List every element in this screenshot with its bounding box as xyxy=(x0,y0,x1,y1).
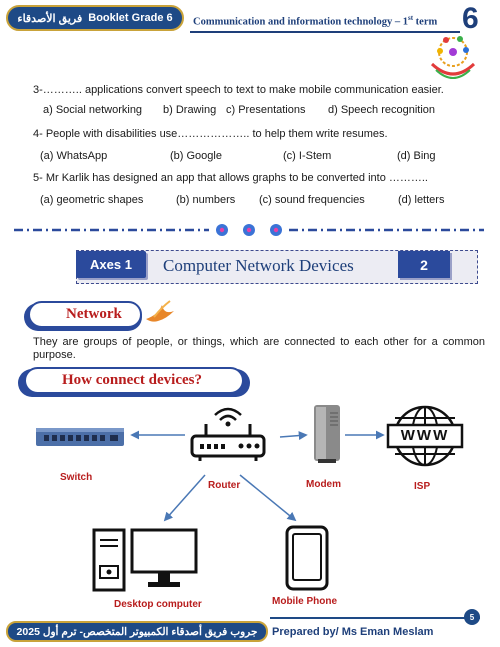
how-connect-heading: How connect devices? xyxy=(24,367,244,394)
page-number: 5 xyxy=(464,609,480,625)
desktop-computer-icon xyxy=(92,528,198,592)
question-3: 3-……….. applications convert speech to t… xyxy=(33,84,444,96)
modem-icon xyxy=(314,405,340,463)
footer-arabic-group: جروب فريق أصدقاء الكمبيوتر المتخصص- ترم … xyxy=(6,621,268,642)
switch-label: Switch xyxy=(60,472,93,483)
switch-icon xyxy=(36,428,124,446)
bird-icon xyxy=(146,300,174,322)
axes-label: Axes 1 xyxy=(76,251,146,278)
flower-divider xyxy=(14,224,484,236)
q3-option-b: b) Drawing xyxy=(163,104,217,116)
q3-option-d: d) Speech recognition xyxy=(328,104,436,116)
q5-option-d: (d) letters xyxy=(398,194,445,206)
modem-label: Modem xyxy=(306,479,341,490)
mobile-label: Mobile Phone xyxy=(272,596,337,607)
lesson-title: Computer Network Devices xyxy=(163,256,354,275)
isp-www-text: WWW xyxy=(400,427,450,444)
network-diagram xyxy=(130,430,385,522)
q4-option-c: (c) I-Stem xyxy=(283,150,332,162)
q3-option-c: c) Presentations xyxy=(226,104,306,116)
team-logo-icon xyxy=(430,36,476,79)
header-grade-number: 6 xyxy=(462,2,479,35)
q4-option-d: (d) Bing xyxy=(397,150,436,162)
lesson-number: 2 xyxy=(398,251,450,278)
header-arabic-group: فريق الأصدقاء xyxy=(17,12,83,25)
q4-option-b: (b) Google xyxy=(170,150,222,162)
footer-line xyxy=(270,617,480,619)
header-booklet: Booklet Grade 6 xyxy=(88,12,173,24)
globe-icon xyxy=(386,405,464,467)
router-label: Router xyxy=(208,480,241,491)
q4-option-a: (a) WhatsApp xyxy=(40,150,108,162)
network-heading: Network xyxy=(28,301,142,328)
mobile-phone-icon xyxy=(285,525,329,591)
question-4: 4- People with disabilities use……………….. … xyxy=(33,128,388,140)
q5-option-c: (c) sound frequencies xyxy=(259,194,365,206)
router-icon xyxy=(190,407,266,461)
desktop-label: Desktop computer xyxy=(114,599,202,610)
header-badge: فريق الأصدقاء Booklet Grade 6 xyxy=(6,5,184,31)
q3-option-a: a) Social networking xyxy=(43,104,143,116)
q5-option-b: (b) numbers xyxy=(176,194,236,206)
question-5: 5- Mr Karlik has designed an app that al… xyxy=(33,172,428,184)
prepared-by: Prepared by/ Ms Eman Meslam xyxy=(272,626,434,638)
header-underline xyxy=(190,31,460,33)
q5-option-a: (a) geometric shapes xyxy=(40,194,144,206)
isp-label: ISP xyxy=(414,481,431,492)
header-subject: Communication and information technology… xyxy=(193,14,438,28)
network-definition: They are groups of people, or things, wh… xyxy=(33,336,485,361)
